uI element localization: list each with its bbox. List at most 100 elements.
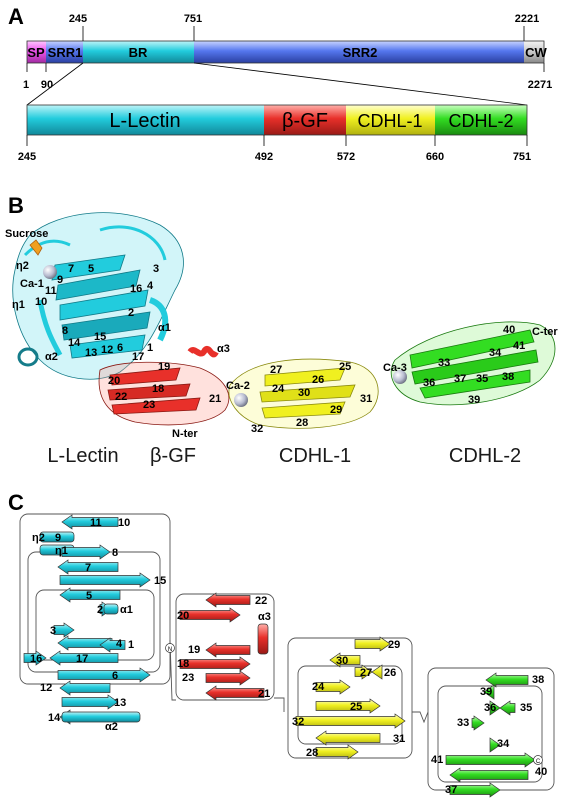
topology-label-37: 37 [445,784,457,796]
strand-arrow-12 [59,680,111,696]
topology-label-α2: α2 [105,721,118,733]
strand-number-13: 13 [85,347,97,359]
strand-arrow-41 [445,752,536,768]
label-alpha3: α3 [217,343,230,355]
topology-label-4: 4 [116,638,123,650]
domain-label-cdhl-1: CDHL-1 [279,445,351,467]
topology-label-α3: α3 [258,611,271,623]
strand-arrow-19 [205,642,251,658]
topology-label-6: 6 [112,670,118,682]
segment-srr2 [194,41,524,63]
strand-number-4: 4 [147,280,154,292]
strand-arrow-39 [483,684,495,700]
strand-arrow-8 [61,544,111,560]
domain-label-l-lectin: L-Lectin [47,445,118,467]
strand-number-23: 23 [143,399,155,411]
topology-label-7: 7 [85,562,91,574]
tick-2271: 2271 [528,79,552,91]
strand-number-26: 26 [312,374,324,386]
strand-arrow-26 [371,664,383,680]
strand-arrow-6 [57,667,151,683]
calcium-ion-3 [393,370,407,384]
segment-br-label: BR [129,45,148,60]
topology-strands [23,514,543,798]
label-sucrose: Sucrose [5,228,48,240]
strand-number-39: 39 [468,394,480,406]
strand-arrow-29 [354,636,391,652]
strand-number-5: 5 [88,263,94,275]
topology-label-30: 30 [336,655,348,667]
topology-label-12: 12 [40,682,52,694]
strand-number-20: 20 [108,375,120,387]
strand-arrow-16 [23,650,47,666]
structure-cdhl-1 [228,358,379,429]
topology-label-13: 13 [114,697,126,709]
strand-arrow-18 [179,656,251,672]
strand-number-25: 25 [339,361,351,373]
topology-label-5: 5 [86,590,92,602]
domain-l-lectin [27,105,264,135]
topology-label-11: 11 [90,517,102,529]
strand-arrow-23 [205,670,251,686]
strand-arrow-24 [315,679,351,695]
structure-l-lectin [12,212,184,380]
strand-arrow-11 [61,514,119,530]
domain-beta-gf [264,105,346,135]
strand-number-18: 18 [152,383,164,395]
strand-arrow-1 [99,637,126,653]
topology-label-19: 19 [188,644,200,656]
strand-arrow-34 [489,737,501,753]
topology-label-15: 15 [154,575,166,587]
strand-number-37: 37 [454,373,466,385]
topology-label-α1: α1 [120,604,133,616]
domain-cdhl-2 [435,105,527,135]
strand-number-2: 2 [128,307,134,319]
panel-b: B [5,193,558,467]
strand-number-33: 33 [438,357,450,369]
topology-label-1: 1 [128,639,134,651]
topology-label-16: 16 [30,653,42,665]
strand-number-22: 22 [115,391,127,403]
strand-arrow-30 [329,652,361,668]
strand-number-19: 19 [158,361,170,373]
strand-number-15: 15 [94,331,106,343]
topology-label-20: 20 [177,610,189,622]
segment-sp-label: SP [27,45,45,60]
topology-label-η1: η1 [55,545,68,557]
segment-cw [524,41,544,63]
topology-label-39: 39 [480,686,492,698]
strand-number-41: 41 [513,340,525,352]
calcium-ion-1 [43,265,57,279]
strand-arrow-5 [59,587,121,603]
domain-tick-751: 751 [513,151,531,163]
terminus-marker-N [165,643,175,653]
domain-tick-492: 492 [255,151,273,163]
strand-number-29: 29 [330,404,342,416]
topology-label-21: 21 [258,688,270,700]
panel-b-label: B [8,193,24,218]
panel-c-label: C [8,490,24,515]
topology-label-33: 33 [457,717,469,729]
topology-label-26: 26 [384,667,396,679]
strand-number-35: 35 [476,373,488,385]
label-cter: C-ter [532,326,558,338]
topology-label-32: 32 [292,716,304,728]
helix-α1 [103,603,119,615]
strand-arrow-32 [295,713,406,729]
label-ca3: Ca-3 [383,362,407,374]
strand-number-8: 8 [62,325,68,337]
label-eta2: η2 [16,260,29,272]
zoom-line-left [26,62,84,106]
tick-751-top: 751 [184,13,202,25]
label-ca1: Ca-1 [20,278,44,290]
strand-number-32: 32 [251,423,263,435]
strand-arrow-37 [449,782,501,798]
strand-number-16: 16 [130,283,142,295]
label-ca2: Ca-2 [226,380,250,392]
segment-srr2-label: SRR2 [343,45,378,60]
panel-a-label: A [8,4,24,29]
strand-number-27: 27 [270,364,282,376]
label-eta1: η1 [12,299,25,311]
